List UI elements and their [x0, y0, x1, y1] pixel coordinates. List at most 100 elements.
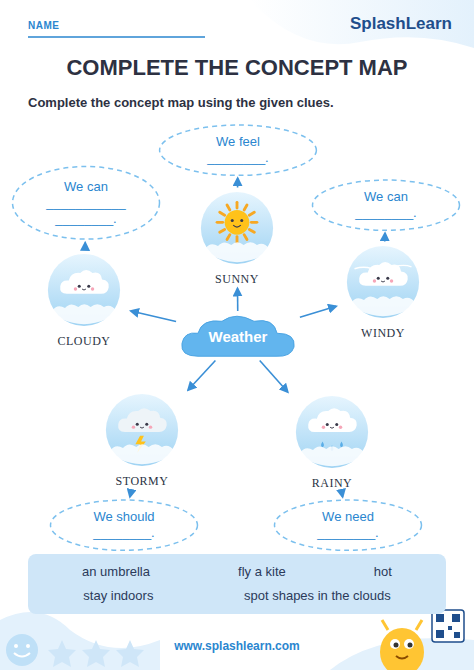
- ellipse-outline: [160, 125, 317, 175]
- word-row: stay indoorsspot shapes in the clouds: [38, 584, 436, 608]
- arrow-connector: [131, 311, 176, 322]
- ground-clouds: [300, 446, 365, 466]
- weather-icon: [104, 392, 180, 468]
- blank-line: ________.: [355, 205, 416, 221]
- ground-clouds: [205, 242, 270, 262]
- ellipse-outline: [313, 180, 460, 230]
- arrow-connector: [188, 360, 215, 390]
- star-icons: [48, 640, 144, 667]
- cloud-shape: [118, 408, 167, 432]
- weather-icon: [345, 244, 421, 320]
- answer-ellipse: We need________.: [273, 499, 423, 551]
- cheek: [322, 425, 325, 428]
- word-row: an umbrella fly a kite hot: [38, 560, 436, 584]
- rain-drop: [340, 441, 343, 447]
- arrow-connector: [300, 306, 336, 317]
- mouth: [381, 280, 385, 282]
- sun-ray: [220, 212, 225, 215]
- prompt-text: We need: [322, 509, 374, 525]
- mouth: [330, 426, 334, 428]
- sun-ray: [249, 212, 254, 215]
- word-choice: an umbrella: [82, 560, 150, 584]
- cheek: [91, 287, 94, 290]
- prompt-text: We can: [364, 189, 408, 205]
- cheek: [390, 279, 393, 282]
- arrow-connector: [341, 492, 343, 496]
- name-field-label: NAME: [28, 20, 59, 31]
- word-choice: spot shapes in the clouds: [244, 584, 391, 608]
- ellipse-outline: [13, 167, 160, 240]
- icon-circle: [201, 191, 273, 263]
- word-choice: fly a kite: [238, 560, 286, 584]
- arrow-connector: [237, 288, 239, 311]
- ellipse-outline: [51, 500, 198, 550]
- sun-ray: [244, 234, 247, 239]
- wind-line: [355, 265, 412, 268]
- weather-icon: [46, 252, 122, 328]
- icon-art: [205, 202, 270, 262]
- cheek: [149, 425, 152, 428]
- eye: [136, 422, 139, 425]
- eye: [78, 284, 81, 287]
- icon-art: [300, 408, 365, 466]
- weather-circle: STORMY: [97, 392, 187, 489]
- eye: [377, 276, 380, 279]
- weather-label: STORMY: [97, 474, 187, 489]
- sun-ray: [227, 234, 230, 239]
- cheek: [339, 425, 342, 428]
- eye: [240, 218, 243, 221]
- instruction-text: Complete the concept map using the given…: [28, 95, 334, 110]
- icon-circle: [48, 253, 120, 325]
- cheek: [373, 279, 376, 282]
- ellipse-outline: [275, 500, 422, 550]
- mouth: [233, 225, 241, 227]
- cheek: [74, 287, 77, 290]
- eye: [386, 276, 389, 279]
- cheek: [132, 425, 135, 428]
- icon-art: [52, 270, 117, 324]
- weather-icon: [294, 394, 370, 470]
- rain-drop: [321, 441, 324, 447]
- prompt-text: We should: [93, 509, 154, 525]
- weather-circle: WINDY: [338, 244, 428, 341]
- bottom-wave: [0, 612, 160, 670]
- arrow-connector: [260, 360, 288, 392]
- smiley-icon: [6, 634, 38, 666]
- website-footer: www.splashlearn.com: [0, 639, 474, 653]
- prompt-text: We can: [64, 179, 108, 195]
- cloud-shape: [60, 270, 109, 294]
- ground-clouds: [52, 304, 117, 324]
- blank-line: ___________ ________.: [33, 195, 139, 227]
- prompt-text: We feel: [216, 134, 260, 150]
- sun-ray: [249, 229, 254, 232]
- central-cloud: Weather: [178, 313, 298, 359]
- weather-icon: [199, 190, 275, 266]
- arrow-connector: [130, 490, 131, 496]
- icon-art: [110, 408, 175, 464]
- sun-ray: [244, 205, 247, 210]
- brand-logo: SplashLearn: [350, 14, 452, 34]
- blank-line: ________.: [207, 150, 268, 166]
- eye: [87, 284, 90, 287]
- answer-ellipse: We feel________.: [158, 124, 318, 176]
- weather-label: WINDY: [338, 326, 428, 341]
- answer-ellipse: We can________.: [311, 179, 461, 231]
- weather-circle: SUNNY: [192, 190, 282, 287]
- ground-clouds: [110, 444, 175, 464]
- icon-circle: [106, 393, 178, 465]
- ground-clouds: [351, 296, 416, 316]
- answer-ellipse: We should________.: [49, 499, 199, 551]
- page-title: COMPLETE THE CONCEPT MAP: [0, 55, 474, 81]
- prompt-text: Weather: [209, 328, 268, 345]
- weather-label: RAINY: [287, 476, 377, 491]
- cloud-fill: [182, 316, 294, 356]
- qr-code: [432, 610, 464, 642]
- eye: [145, 422, 148, 425]
- name-line: [28, 36, 205, 38]
- weather-label: SUNNY: [192, 272, 282, 287]
- mascot-figure: [380, 620, 424, 670]
- arrow-connector: [384, 233, 386, 241]
- icon-art: [351, 262, 416, 316]
- word-choice: hot: [374, 560, 392, 584]
